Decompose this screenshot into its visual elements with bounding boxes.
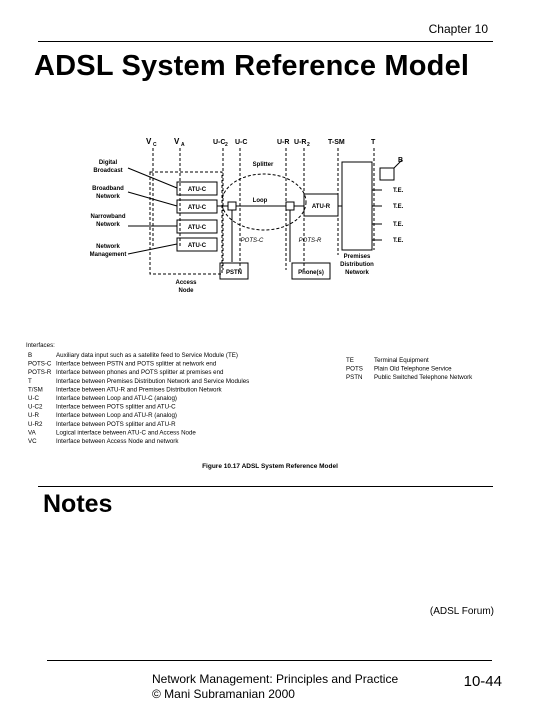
interface-code: B: [28, 352, 32, 359]
broadband-net-label: Network: [96, 194, 120, 200]
va-sub: A: [181, 142, 185, 148]
abbreviation-code: POTS: [346, 366, 363, 373]
notes-heading: Notes: [43, 490, 113, 518]
broadband-line: [127, 191, 178, 207]
footer-copyright: © Mani Subramanian 2000: [152, 687, 295, 701]
footer-divider: [47, 660, 492, 661]
interface-code: VA: [28, 429, 37, 436]
splitter-outline: [221, 173, 307, 231]
interface-code: U-R: [28, 412, 40, 419]
broadband-label: Broadband: [92, 186, 124, 192]
digital-label: Digital: [99, 160, 118, 166]
interface-code: POTS-C: [28, 361, 52, 368]
uc2-label: U-C: [213, 139, 225, 146]
broadcast-line: [127, 167, 178, 189]
access-node-label: Access: [175, 280, 197, 286]
interface-desc: Interface between Loop and ATU-C (analog…: [56, 395, 177, 402]
figure-caption: Figure 10.17 ADSL System Reference Model: [202, 463, 338, 470]
pdn-label-1: Premises: [344, 254, 371, 260]
page-number: 10-44: [463, 673, 502, 690]
broadcast-label: Broadcast: [93, 168, 122, 174]
interface-desc: Interface between Loop and ATU-R (analog…: [56, 412, 177, 419]
te-label-4: T.E.: [393, 238, 404, 244]
netmgmt-line: [127, 243, 178, 255]
atuc-box-1: [176, 181, 218, 196]
tsm-label: T-SM: [328, 139, 345, 146]
te-label-2: T.E.: [393, 204, 404, 210]
interface-code: T/SM: [28, 386, 43, 393]
b-label: B: [398, 157, 403, 164]
abbreviation-desc: Plain Old Telephone Service: [374, 366, 452, 373]
footer-book-title: Network Management: Principles and Pract…: [152, 672, 399, 686]
pdn-box: [341, 161, 373, 251]
reference-model-figure: V C V A U-C 2 U-C U-R U-R 2 T-SM T B Dig…: [20, 130, 520, 480]
vc-label: V: [146, 137, 152, 146]
loop-label: Loop: [253, 198, 268, 204]
interface-desc: Auxiliary data input such as a satellite…: [56, 352, 238, 359]
te-label-1: T.E.: [393, 188, 404, 194]
pdn-label-2: Distribution: [340, 262, 374, 268]
slide-title: ADSL System Reference Model: [34, 50, 470, 82]
interface-desc: Interface between POTS splitter and ATU-…: [56, 404, 176, 411]
interface-code: U-C: [28, 395, 40, 402]
atuc-label-1: ATU-C: [188, 187, 207, 193]
interface-code: U-R2: [28, 421, 43, 428]
b-input-line: [393, 159, 403, 169]
interface-desc: Interface between PSTN and POTS splitter…: [56, 361, 217, 368]
interface-desc: Logical interface between ATU-C and Acce…: [56, 429, 196, 436]
access-node-label-2: Node: [179, 288, 195, 294]
uc2-sub: 2: [225, 142, 228, 148]
figure-svg: V C V A U-C 2 U-C U-R U-R 2 T-SM T B Dig…: [26, 137, 473, 470]
interface-desc: Interface between Access Node and networ…: [56, 438, 179, 445]
interface-code: VC: [28, 438, 37, 445]
netmgmt-label: Network: [96, 244, 120, 250]
access-node-box: [149, 171, 223, 275]
interfaces-heading: Interfaces:: [26, 342, 55, 349]
interface-desc: Interface between POTS splitter and ATU-…: [56, 421, 176, 428]
atuc-label-4: ATU-C: [188, 243, 207, 249]
va-label: V: [174, 137, 180, 146]
atur-box: [303, 193, 339, 217]
phones-box: [291, 262, 331, 280]
notes-divider: [38, 486, 493, 487]
abbreviation-code: PSTN: [346, 374, 363, 381]
atuc-label-3: ATU-C: [188, 225, 207, 231]
phones-label: Phone(s): [298, 270, 324, 276]
chapter-label: Chapter 10: [428, 22, 488, 36]
pstn-label: PSTN: [226, 270, 242, 276]
ur2-label: U-R: [294, 139, 306, 146]
splitter-c-box: [227, 201, 237, 211]
interface-code: T: [28, 378, 32, 385]
ur2-sub: 2: [307, 142, 310, 148]
service-module-box: [379, 167, 395, 181]
abbreviation-desc: Terminal Equipment: [374, 357, 429, 364]
abbreviation-code: TE: [346, 357, 354, 364]
pstn-box: [219, 262, 249, 280]
interface-desc: Interface between ATU-R and Premises Dis…: [56, 386, 223, 393]
interface-desc: Interface between Premises Distribution …: [56, 378, 249, 385]
netmgmt-label-2: Management: [90, 252, 127, 258]
interface-code: U-C2: [28, 404, 43, 411]
narrowband-label: Narrowband: [90, 214, 125, 220]
source-credit: (ADSL Forum): [429, 606, 494, 617]
abbreviation-desc: Public Switched Telephone Network: [374, 374, 473, 381]
interface-legend: B Auxiliary data input such as a satellit…: [28, 352, 249, 445]
top-divider: [38, 41, 493, 42]
te-label-3: T.E.: [393, 222, 404, 228]
atur-label: ATU-R: [312, 204, 331, 210]
atuc-label-2: ATU-C: [188, 205, 207, 211]
interface-code: POTS-R: [28, 369, 52, 376]
pots-c-label: POTS-C: [241, 238, 264, 244]
vc-sub: C: [153, 142, 157, 148]
uc-label: U-C: [235, 139, 247, 146]
pots-r-label: POTS-R: [299, 238, 322, 244]
ur-label: U-R: [277, 139, 289, 146]
splitter-label: Splitter: [253, 162, 274, 168]
splitter-r-box: [285, 201, 295, 211]
interface-desc: Interface between phones and POTS splitt…: [56, 369, 224, 376]
pdn-label-3: Network: [345, 270, 369, 276]
narrowband-net-label: Network: [96, 222, 120, 228]
t-label: T: [371, 139, 376, 146]
